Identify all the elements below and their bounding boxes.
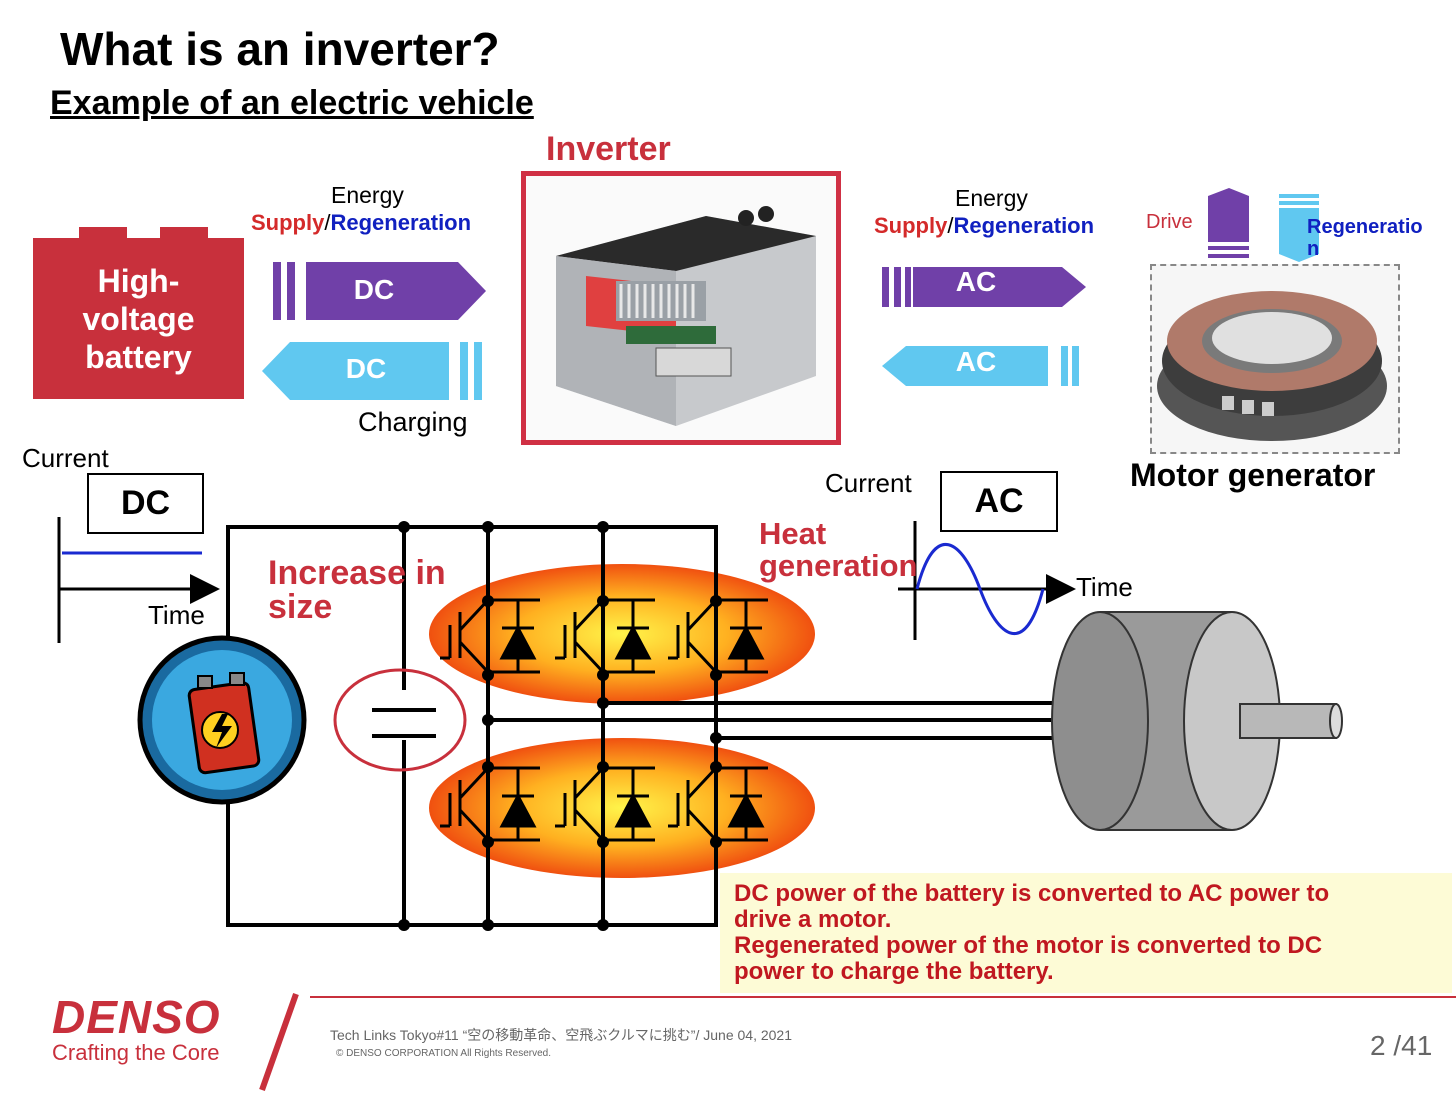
increase-line: Increase in (268, 554, 446, 592)
ac-supply-arrow-label: AC (955, 266, 997, 297)
capacitor-symbol (333, 668, 467, 772)
dc-current-label: Current (22, 443, 109, 473)
dc-charging-arrow-label: DC (345, 353, 387, 384)
drive-arrow (1208, 188, 1249, 258)
page-subtitle: Example of an electric vehicle (50, 84, 534, 122)
note-line: drive a motor. (734, 906, 892, 933)
page-title: What is an inverter? (60, 23, 500, 75)
battery-label-line: High- (97, 262, 180, 299)
note-line: Regenerated power of the motor is conver… (734, 932, 1323, 959)
inverter-photo (521, 171, 841, 445)
footer-slash (259, 992, 299, 1092)
copyright: © DENSO CORPORATION All Rights Reserved. (336, 1048, 552, 1059)
page-number: 2 /41 (1370, 1030, 1433, 1061)
inverter-label: Inverter (546, 130, 671, 168)
battery-terminal-left (79, 227, 127, 241)
inverter-unit-illustration (556, 206, 816, 426)
battery-label-line: battery (85, 338, 192, 375)
dc-time-label: Time (148, 600, 205, 630)
dc-charging-arrow (262, 342, 482, 400)
battery-icon (137, 635, 307, 805)
right-supply-regeneration: Supply/Regeneration (874, 213, 1094, 239)
motor-cylinder-icon (1051, 611, 1343, 831)
note-line: power to charge the battery. (734, 958, 1054, 985)
dc-box: DC (87, 473, 204, 534)
high-voltage-battery: High- voltage battery (33, 238, 244, 399)
heat-line: generation (759, 548, 918, 583)
right-slash: / (947, 213, 954, 238)
heat-line: Heat (759, 516, 827, 551)
right-supply-text: Supply (874, 213, 948, 238)
ac-time-label: Time (1076, 572, 1133, 602)
motor-generator-label: Motor generator (1130, 457, 1376, 493)
right-energy-label: Energy (955, 185, 1028, 211)
event-caption: Tech Links Tokyo#11 “空の移動革命、空飛ぶクルマに挑む”/ … (330, 1027, 792, 1043)
footer-divider (310, 996, 1456, 998)
left-slash: / (324, 210, 331, 235)
ac-regen-arrow (882, 346, 1079, 386)
regeneration-label-line: n (1307, 238, 1320, 260)
regeneration-arrow (1279, 194, 1319, 262)
regeneration-label-line: Regeneratio (1307, 216, 1423, 238)
increase-in-size-label: Increase in size (268, 556, 446, 624)
ac-current-trace (915, 542, 1045, 636)
left-energy-label: Energy (331, 182, 404, 208)
dc-supply-arrow-label: DC (353, 274, 395, 305)
explanation-note: DC power of the battery is converted to … (720, 873, 1452, 993)
ac-regen-arrow-label: AC (955, 346, 997, 377)
battery-label-line: voltage (82, 300, 195, 337)
tagline: Crafting the Core (52, 1040, 220, 1065)
ac-current-label: Current (825, 468, 912, 498)
dc-supply-arrow (273, 262, 486, 320)
denso-logo: DENSO (52, 991, 221, 1043)
note-line: DC power of the battery is converted to … (734, 880, 1330, 907)
left-supply-text: Supply (251, 210, 325, 235)
heat-generation-label: Heat generation (759, 518, 917, 582)
drive-label: Drive (1146, 211, 1193, 233)
dc-bus-rails (226, 525, 718, 927)
battery-terminal-right (160, 227, 208, 241)
charging-label: Charging (358, 407, 468, 437)
ac-supply-arrow (882, 267, 1086, 307)
increase-line: size (268, 588, 333, 626)
right-regeneration-text: Regeneration (953, 213, 1095, 238)
left-supply-regeneration: Supply/Regeneration (251, 210, 471, 236)
ac-box: AC (940, 471, 1058, 532)
motor-stator-illustration (1157, 291, 1387, 441)
regeneration-label: Regeneratio n (1307, 216, 1423, 260)
igbt-switches (440, 598, 768, 842)
left-regeneration-text: Regeneration (330, 210, 472, 235)
motor-generator-photo (1150, 264, 1400, 454)
